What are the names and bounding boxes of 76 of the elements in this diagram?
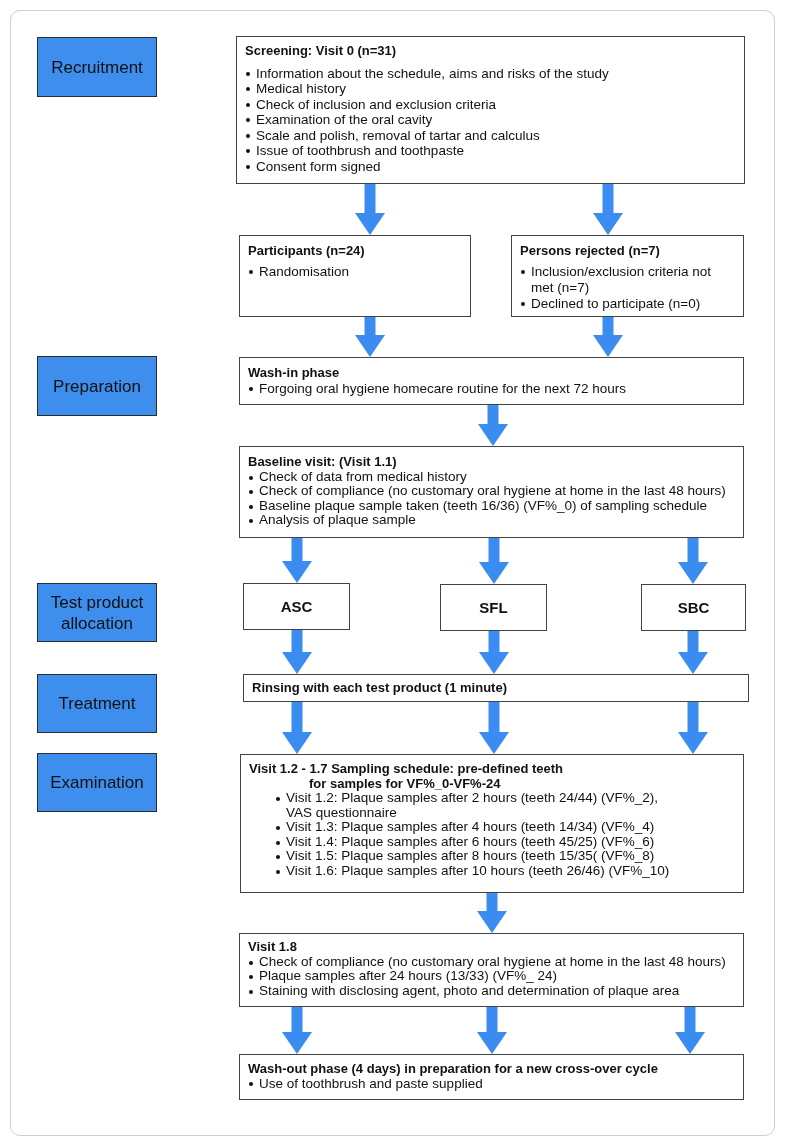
process-box [239,1054,744,1100]
phase-label: Treatment [58,693,136,714]
bullet-item: Plaque samples after 24 hours (13/33) (VF%_ 24) [248,969,737,984]
bullet-item: Randomisation [248,264,464,280]
product-box [243,583,350,630]
bullet-item: Visit 1.2: Plaque samples after 2 hours (teeth 24/44) (VF%_2), VAS questionnaire [275,791,678,820]
bullet-item: Visit 1.6: Plaque samples after 10 hours (teeth 26/46) (VF%_10) [275,863,678,878]
phase-label: Test product allocation [49,591,145,634]
bullet-item: Visit 1.3: Plaque samples after 4 hours (teeth 14/34) (VF%_4) [275,820,678,835]
bullet-item: Scale and polish, removal of tartar and calculus [245,127,738,143]
bullet-item: Check of compliance (no customary oral hygiene at home in the last 48 hours) [248,484,737,499]
arrow [675,1007,705,1054]
phase-box [37,37,157,97]
arrow [593,184,623,235]
bullet-item: Check of compliance (no customary oral hygiene at home in the last 48 hours) [248,954,737,969]
bullet-item: Visit 1.5: Plaque samples after 8 hours (teeth 15/35( (VF%_8) [275,849,678,864]
box-heading: Baseline visit: (Visit 1.1) [248,455,398,470]
arrow [282,702,312,754]
process-box [243,674,749,702]
phase-box [37,583,157,642]
arrow [477,1007,507,1054]
arrow [355,184,385,235]
process-box [511,235,744,317]
arrow [282,538,312,583]
phase-label: Recruitment [51,56,143,78]
bullet-item: Analysis of plaque sample [248,513,737,528]
arrow [355,317,385,357]
bullet-item: Check of data from medical history [248,469,737,484]
arrow [479,538,509,584]
arrow [479,631,509,674]
process-box [239,357,744,405]
arrow [678,631,708,674]
bullet-item: Information about the schedule, aims and risks of the study [245,65,738,81]
bullet-item: Medical history [245,81,738,97]
bullet-item: Examination of the oral cavity [245,112,738,128]
arrow [593,317,623,357]
product-label: ASC [280,597,313,616]
box-heading: Wash-out phase (4 days) in preparation for a new cross-over cycle [248,1061,659,1076]
arrow [478,405,508,446]
phase-box [37,753,157,812]
process-box [239,235,471,317]
box-heading: Rinsing with each test product (1 minute) [252,680,508,695]
arrow [282,1007,312,1054]
bullet-item: Visit 1.4: Plaque samples after 6 hours (teeth 45/25) (VF%_6) [275,834,678,849]
arrow [678,538,708,584]
box-heading: Persons rejected (n=7) [520,243,661,259]
phase-label: Examination [50,772,144,793]
product-box [641,584,746,631]
phase-box [37,356,157,416]
phase-box [37,674,157,733]
process-box [239,446,744,538]
box-heading: Visit 1.8 [248,940,298,955]
bullet-item: Inclusion/exclusion criteria not met (n=7) [520,264,737,296]
bullet-item: Issue of toothbrush and toothpaste [245,143,738,159]
box-heading: Participants (n=24) [248,243,366,259]
process-box [236,36,745,184]
arrow [477,893,507,933]
bullet-item: Check of inclusion and exclusion criteria [245,96,738,112]
bullet-item: Use of toothbrush and paste supplied [248,1076,737,1091]
process-box [239,933,744,1007]
bullet-item: Consent form signed [245,158,738,174]
product-label: SFL [479,598,508,617]
process-box [240,754,744,893]
arrow [678,702,708,754]
box-heading: Visit 1.2 - 1.7 Sampling schedule: pre-defined teeth for samples for VF%_0-VF%-24 [249,762,564,791]
bullet-item: Declined to participate (n=0) [520,296,737,312]
box-heading: Wash-in phase [248,365,341,381]
arrow [479,702,509,754]
product-box [440,584,547,631]
bullet-item: Staining with disclosing agent, photo and determination of plaque area [248,983,737,998]
phase-label: Preparation [53,375,141,397]
bullet-item: Forgoing oral hygiene homecare routine for the next 72 hours [248,380,737,396]
bullet-item: Baseline plaque sample taken (teeth 16/36) (VF%_0) of sampling schedule [248,498,737,513]
arrow [282,630,312,674]
box-heading: Screening: Visit 0 (n=31) [245,43,398,59]
product-label: SBC [677,598,710,617]
